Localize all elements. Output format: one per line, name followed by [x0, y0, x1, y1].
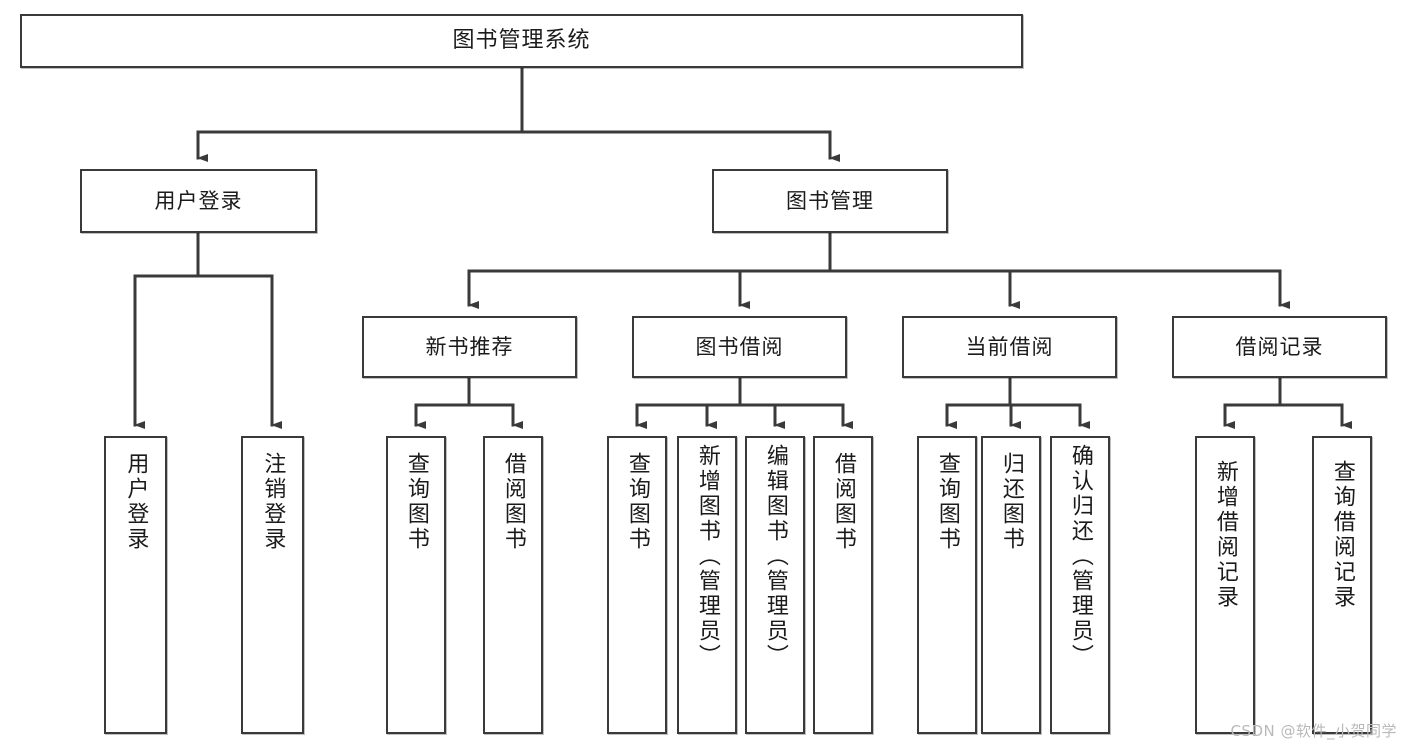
node-label: 编辑图书（管理员）: [762, 444, 788, 669]
node-leaf-confirm-return[interactable]: 确认归还（管理员）: [1050, 436, 1110, 734]
node-label: 查询图书: [624, 452, 650, 552]
node-label: 查询图书: [403, 452, 429, 552]
node-leaf-logout-login[interactable]: 注销登录: [241, 436, 304, 734]
node-book-borrow[interactable]: 图书借阅: [632, 316, 847, 378]
node-label: 新增图书（管理员）: [694, 444, 720, 669]
node-label: 借阅图书: [830, 452, 856, 552]
node-book-manage[interactable]: 图书管理: [712, 169, 948, 233]
node-label: 新书推荐: [425, 334, 514, 359]
node-leaf-query-book-2[interactable]: 查询图书: [607, 436, 667, 734]
node-leaf-add-record[interactable]: 新增借阅记录: [1195, 436, 1255, 734]
node-leaf-query-book-1[interactable]: 查询图书: [386, 436, 446, 734]
node-label: 用户登录: [123, 452, 149, 552]
node-label: 图书借阅: [695, 334, 784, 359]
csdn-watermark: CSDN @软件_小贺同学: [1230, 722, 1397, 740]
node-label: 查询图书: [934, 452, 960, 552]
node-label: 图书管理: [786, 188, 874, 213]
node-leaf-borrow-book-2[interactable]: 借阅图书: [813, 436, 873, 734]
node-borrow-record[interactable]: 借阅记录: [1172, 316, 1387, 378]
node-leaf-add-book[interactable]: 新增图书（管理员）: [677, 436, 737, 734]
node-label: 用户登录: [154, 188, 243, 213]
node-label: 确认归还（管理员）: [1067, 444, 1093, 669]
node-label: 新增借阅记录: [1212, 460, 1238, 610]
node-leaf-query-record[interactable]: 查询借阅记录: [1312, 436, 1372, 734]
node-current-borrow[interactable]: 当前借阅: [902, 316, 1117, 378]
node-label: 归还图书: [998, 452, 1024, 552]
node-user-login[interactable]: 用户登录: [80, 169, 317, 233]
node-root-system[interactable]: 图书管理系统: [20, 14, 1023, 68]
node-label: 注销登录: [260, 452, 286, 552]
node-label: 当前借阅: [965, 334, 1054, 359]
node-label: 借阅记录: [1235, 334, 1324, 359]
node-label: 图书管理系统: [452, 28, 591, 54]
node-leaf-return-book[interactable]: 归还图书: [981, 436, 1041, 734]
node-label: 借阅图书: [500, 452, 526, 552]
node-leaf-user-login[interactable]: 用户登录: [104, 436, 167, 734]
node-leaf-borrow-book-1[interactable]: 借阅图书: [483, 436, 543, 734]
node-new-book-recommend[interactable]: 新书推荐: [362, 316, 577, 378]
node-label: 查询借阅记录: [1329, 460, 1355, 610]
node-leaf-edit-book[interactable]: 编辑图书（管理员）: [745, 436, 805, 734]
node-leaf-query-book-3[interactable]: 查询图书: [917, 436, 977, 734]
